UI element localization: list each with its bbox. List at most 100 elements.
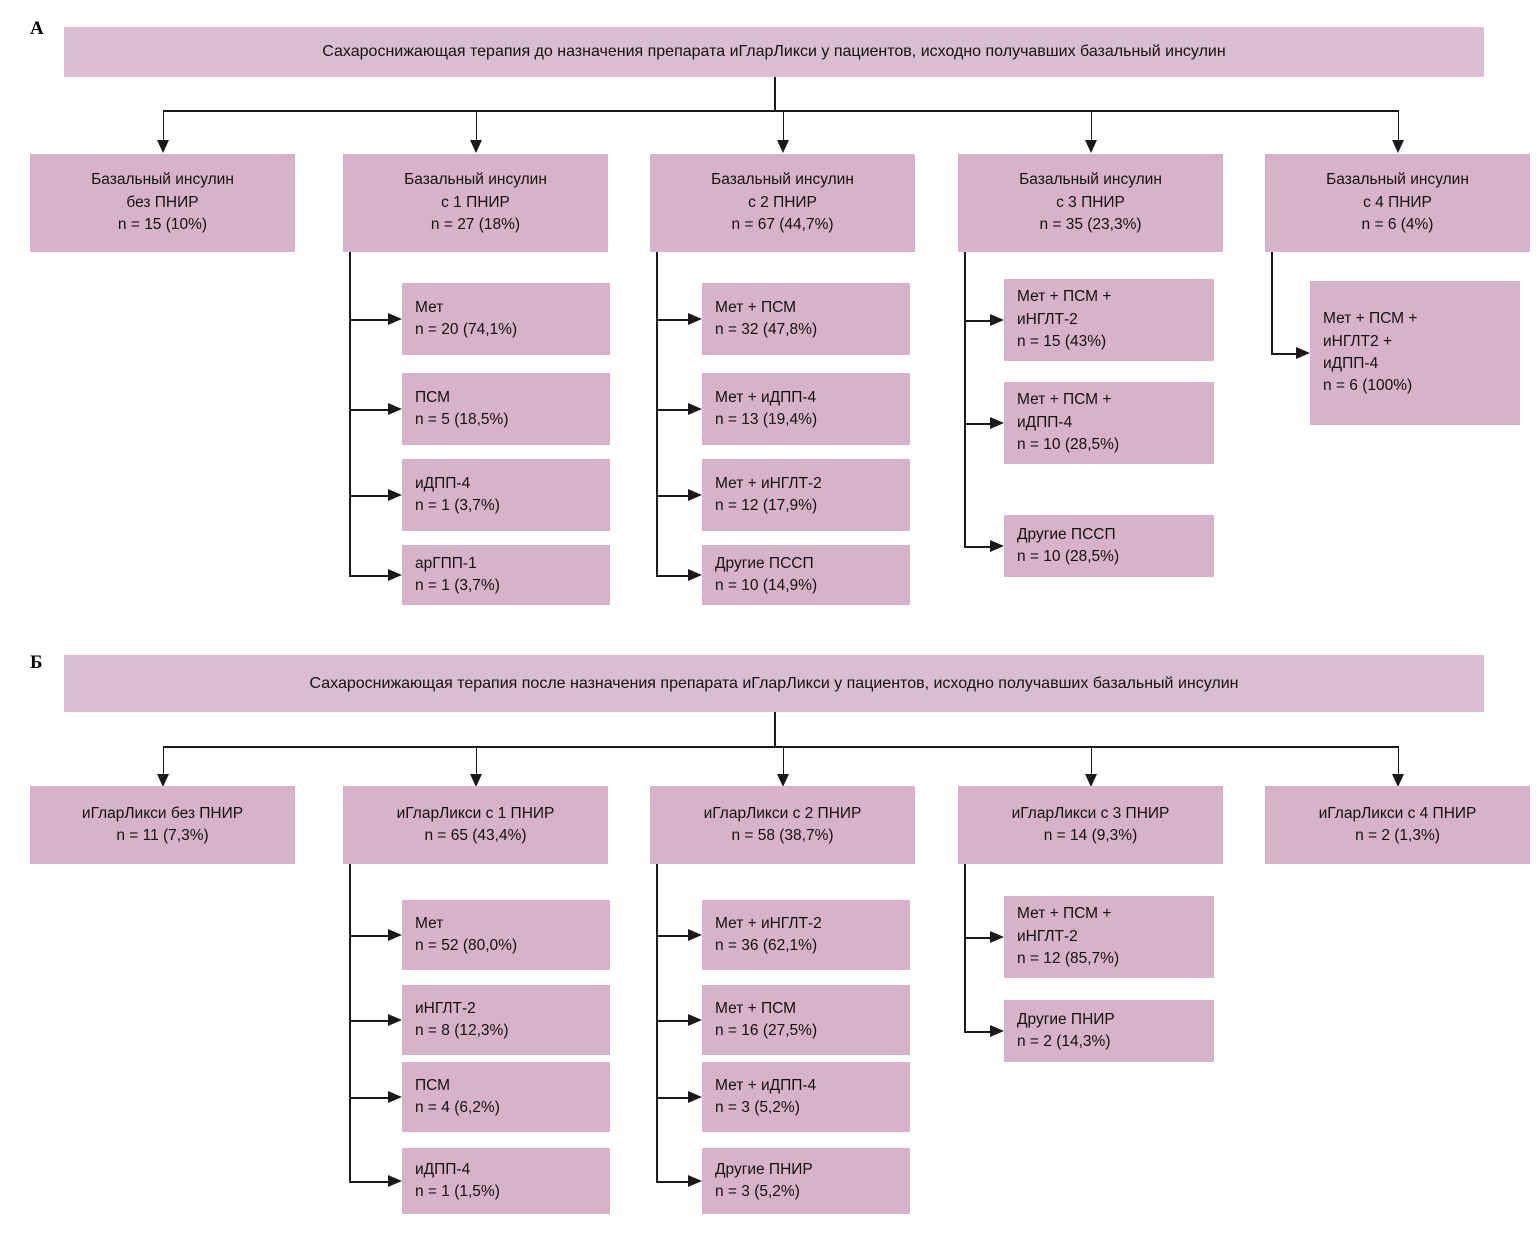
connector-child-h-1-0: [349, 319, 390, 321]
arrow-into-column-1: [469, 774, 482, 787]
box-line: n = 20 (74,1%): [415, 321, 518, 338]
arrow-into-column-3: [1084, 140, 1097, 153]
connector-spine-2: [656, 864, 658, 1181]
connector-child-h-2-2: [656, 495, 690, 497]
box-line: иДПП-4: [1323, 355, 1379, 372]
box-line: иНГЛТ2 +: [1323, 332, 1392, 350]
box-line: Мет + ПСМ +: [1017, 288, 1112, 306]
box-line: n = 15 (10%): [117, 216, 208, 234]
column-2-child-1-box[interactable]: Мет n = 20 (74,1%): [402, 283, 610, 355]
box-line: без ПНИР: [126, 193, 199, 211]
arrow-into-child-3-1: [990, 416, 1004, 429]
arrow-into-child-2-3: [688, 568, 702, 581]
arrow-into-child-1-2: [388, 1090, 402, 1103]
arrow-into-column-4: [1391, 774, 1404, 787]
connector-child-h-1-1: [349, 1020, 390, 1022]
connector-child-h-1-3: [349, 1181, 390, 1183]
arrow-into-column-4: [1391, 140, 1404, 153]
connector-stem: [774, 712, 776, 746]
connector-drop-1: [475, 110, 478, 140]
box-line: n = 3 (5,2%): [715, 1183, 800, 1200]
column-3-child-4-box[interactable]: Другие ПНИР n = 3 (5,2%): [702, 1148, 910, 1214]
box-line: Другие ПНИР: [715, 1160, 813, 1178]
arrow-into-child-2-1: [688, 1013, 702, 1026]
box-line: n = 2 (14,3%): [1017, 1033, 1111, 1050]
connector-child-h-3-0: [964, 320, 992, 322]
connector-child-h-1-3: [349, 575, 390, 577]
arrow-into-child-3-2: [990, 539, 1004, 552]
box-line: Другие ПССП: [715, 554, 814, 572]
connector-child-h-2-1: [656, 409, 690, 411]
connector-child-h-1-2: [349, 495, 390, 497]
connector-bar: [162, 110, 1398, 112]
box-line: n = 12 (17,9%): [715, 497, 818, 514]
panel-letter-А: А: [30, 18, 45, 39]
box-line: Мет + иНГЛТ-2: [715, 914, 822, 932]
connector-drop-3: [1090, 746, 1093, 774]
box-line: ПСМ: [415, 388, 451, 406]
arrow-into-child-2-3: [688, 1174, 702, 1187]
box-line: n = 13 (19,4%): [715, 411, 818, 428]
connector-drop-0: [162, 746, 165, 774]
arrow-into-child-1-3: [388, 568, 402, 581]
box-line: иГларЛикси с 2 ПНИР: [703, 804, 862, 822]
connector-child-h-2-1: [656, 1020, 690, 1022]
column-2-child-1-box[interactable]: Мет n = 52 (80,0%): [402, 900, 610, 970]
box-line: Мет: [415, 298, 444, 316]
box-line: n = 1 (3,7%): [415, 497, 500, 514]
box-line: иГларЛикси с 1 ПНИР: [396, 804, 555, 822]
box-line: Мет + ПСМ +: [1017, 391, 1112, 409]
box-line: n = 32 (47,8%): [715, 321, 818, 338]
box-line: n = 5 (18,5%): [415, 411, 509, 428]
box-line: n = 52 (80,0%): [415, 937, 518, 954]
box-line: с 4 ПНИР: [1363, 193, 1432, 211]
arrow-into-column-2: [776, 774, 789, 787]
arrow-into-child-2-0: [688, 312, 702, 325]
box-line: иГларЛикси без ПНИР: [81, 804, 244, 822]
arrow-into-child-1-0: [388, 312, 402, 325]
column-2-child-2-box[interactable]: ПСМ n = 5 (18,5%): [402, 373, 610, 445]
box-line: Мет + иДПП-4: [715, 1076, 817, 1094]
connector-child-h-4-0: [1271, 353, 1298, 355]
connector-child-h-1-2: [349, 1097, 390, 1099]
box-line: n = 10 (14,9%): [715, 577, 818, 594]
box-line: Мет: [415, 914, 444, 932]
box-line: n = 27 (18%): [430, 216, 521, 234]
connector-spine-1: [349, 252, 351, 575]
box-line: Мет + ПСМ: [715, 999, 797, 1017]
arrow-into-child-3-0: [990, 313, 1004, 326]
connector-spine-3: [964, 252, 966, 546]
column-3-child-4-box[interactable]: Другие ПССП n = 10 (14,9%): [702, 545, 910, 605]
box-line: n = 14 (9,3%): [1043, 827, 1138, 844]
box-line: n = 12 (85,7%): [1017, 950, 1120, 968]
banner-text: Сахароснижающая терапия после назначения…: [309, 674, 1239, 692]
connector-bar: [162, 746, 1398, 748]
